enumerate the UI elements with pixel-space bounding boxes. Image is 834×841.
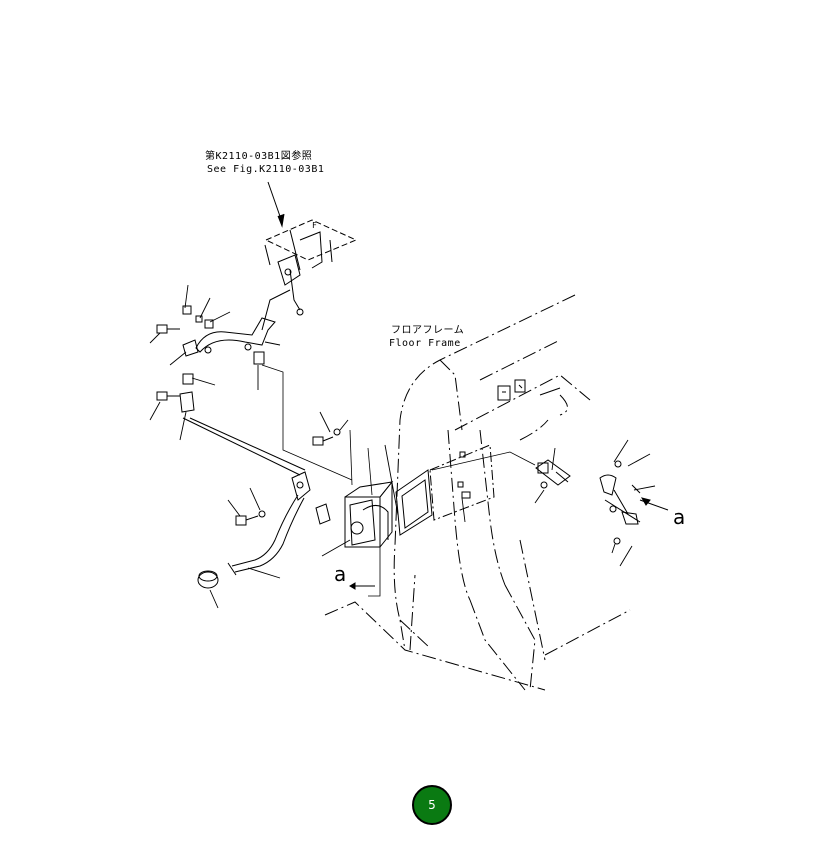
floor-frame-outline <box>324 294 631 691</box>
gasket <box>395 469 433 536</box>
middle-hardware <box>156 373 195 413</box>
view-marker-right: a <box>673 505 686 529</box>
upper-lever <box>195 317 276 354</box>
linkage-rod <box>182 417 301 476</box>
pedal-knob <box>197 570 219 589</box>
page-number-button[interactable]: 5 <box>412 785 452 825</box>
linkage-rod-2 <box>189 417 306 471</box>
view-arrow-right-head <box>640 497 651 506</box>
view-marker-left: a <box>334 562 347 586</box>
reference-note-en: See Fig.K2110-03B1 <box>207 164 325 175</box>
frame-plate <box>429 444 495 521</box>
page-number-label: 5 <box>428 798 436 812</box>
boot-housing <box>344 480 394 548</box>
lower-lever <box>227 471 311 576</box>
connection-lines <box>261 364 536 597</box>
frame-bracket <box>497 379 561 401</box>
view-arrow-left-head <box>349 582 356 590</box>
floor-frame-label-en: Floor Frame <box>389 338 461 349</box>
reference-leader-arrow <box>267 181 285 228</box>
upper-bracket: F <box>264 219 358 316</box>
leader-lines <box>149 284 656 609</box>
floor-frame-label-jp: フロアフレーム <box>391 325 465 336</box>
upper-rod <box>261 289 291 331</box>
right-linkage <box>599 460 641 545</box>
reference-note-jp: 第K2110-03B1図参照 <box>205 151 313 162</box>
right-cylinder <box>535 459 571 489</box>
svg-text:F: F <box>312 221 317 230</box>
lower-bolts <box>235 428 341 526</box>
